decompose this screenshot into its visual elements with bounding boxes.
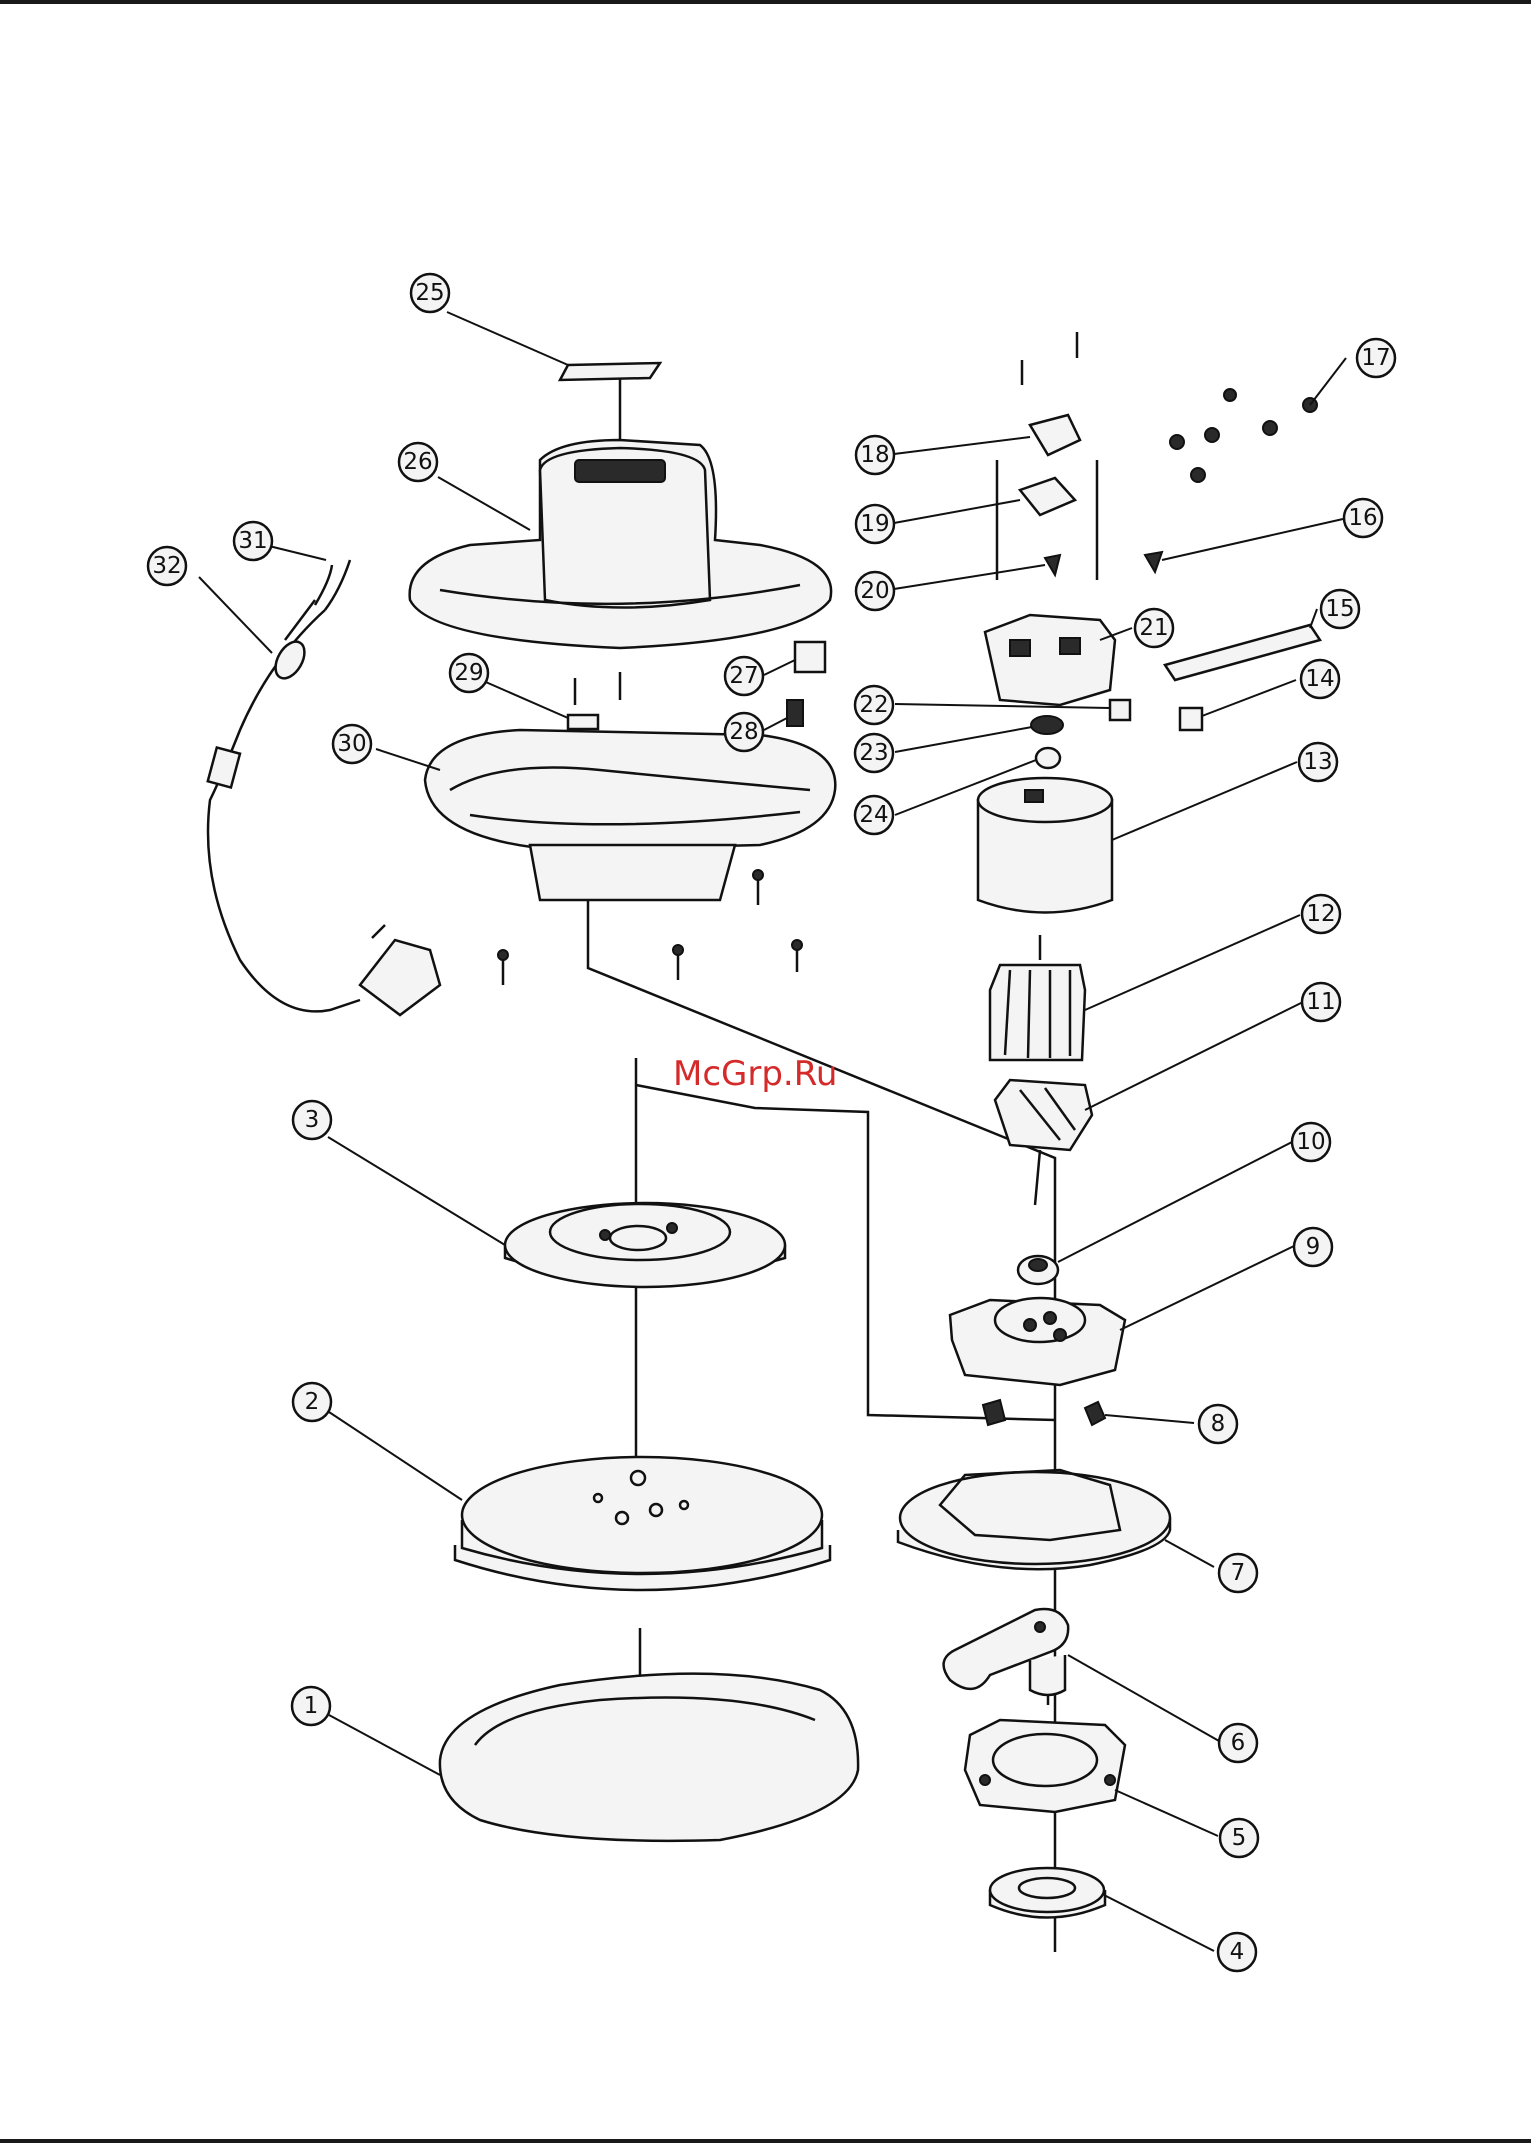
- callout-20-label: 20: [860, 578, 889, 604]
- callout-2-label: 2: [305, 1389, 320, 1415]
- callout-19: 19: [856, 505, 894, 543]
- callout-14: 14: [1301, 660, 1339, 698]
- callout-30-label: 30: [337, 731, 366, 757]
- callout-6: 6: [1219, 1724, 1257, 1762]
- callout-12-label: 12: [1306, 901, 1335, 927]
- callout-18-label: 18: [860, 442, 889, 468]
- callout-32-label: 32: [152, 553, 181, 579]
- callout-4-label: 4: [1230, 1939, 1245, 1965]
- callout-24: 24: [855, 796, 893, 834]
- callout-3-label: 3: [305, 1107, 320, 1133]
- callout-4: 4: [1218, 1933, 1256, 1971]
- watermark-text: McGrp.Ru: [673, 1054, 837, 1094]
- callout-19-label: 19: [860, 511, 889, 537]
- bearing-part-10: [1018, 1256, 1058, 1284]
- callout-23-label: 23: [859, 740, 888, 766]
- contact-part-19: [1020, 478, 1075, 515]
- clip-part-16: [1145, 552, 1162, 572]
- label-plate: [560, 363, 660, 380]
- callout-31: 31: [234, 522, 272, 560]
- callout-10-label: 10: [1296, 1129, 1325, 1155]
- brush-part-14: [1180, 708, 1202, 730]
- clip-part-20: [1045, 555, 1060, 575]
- callout-20: 20: [856, 572, 894, 610]
- eccentric-part-6: [944, 1609, 1069, 1695]
- callout-10: 10: [1292, 1123, 1330, 1161]
- callout-21: 21: [1135, 609, 1173, 647]
- polishing-bonnet-part-1: [440, 1674, 858, 1841]
- callout-11-label: 11: [1306, 989, 1335, 1015]
- brush-part-22: [1110, 700, 1130, 720]
- callout-5-label: 5: [1232, 1825, 1247, 1851]
- callout-1: 1: [292, 1687, 330, 1725]
- small-clip-part-29: [568, 715, 598, 729]
- brush-holder-part-18: [1030, 415, 1080, 455]
- callout-5: 5: [1220, 1819, 1258, 1857]
- clip-part-8b: [1085, 1402, 1105, 1425]
- callout-15: 15: [1321, 590, 1359, 628]
- callout-18: 18: [856, 436, 894, 474]
- callout-9-label: 9: [1306, 1234, 1321, 1260]
- callout-21-label: 21: [1139, 615, 1168, 641]
- callout-3: 3: [293, 1101, 331, 1139]
- washer-part-23: [1031, 716, 1063, 734]
- callout-31-label: 31: [238, 528, 267, 554]
- callout-30: 30: [333, 725, 371, 763]
- callout-2: 2: [293, 1383, 331, 1421]
- callout-14-label: 14: [1305, 666, 1334, 692]
- armature-part-12: [990, 935, 1085, 1060]
- bearing-part-24: [1036, 748, 1060, 768]
- stator-part-13: [978, 778, 1112, 913]
- callout-25-label: 25: [415, 280, 444, 306]
- gear-housing-part-9: [950, 1298, 1125, 1385]
- bearing-plate-part-5: [965, 1720, 1125, 1812]
- callout-22: 22: [855, 686, 893, 724]
- base-plate-part-7: [898, 1470, 1170, 1569]
- callout-17-label: 17: [1361, 345, 1390, 371]
- callout-24-label: 24: [859, 802, 888, 828]
- callout-8-label: 8: [1211, 1411, 1226, 1437]
- bearing-part-4: [990, 1868, 1105, 1918]
- spring-part-15: [1165, 625, 1320, 680]
- callout-25: 25: [411, 274, 449, 312]
- callout-23: 23: [855, 734, 893, 772]
- callout-26-label: 26: [403, 449, 432, 475]
- sponge-pad-part-2: [455, 1457, 830, 1590]
- callout-8: 8: [1199, 1405, 1237, 1443]
- callout-16: 16: [1344, 499, 1382, 537]
- callout-29: 29: [450, 654, 488, 692]
- fan-part-11: [995, 1080, 1092, 1205]
- capacitor-part-28: [787, 700, 803, 726]
- callout-9: 9: [1294, 1228, 1332, 1266]
- switch-part-27: [795, 642, 825, 672]
- callout-28: 28: [725, 713, 763, 751]
- callout-13: 13: [1299, 743, 1337, 781]
- callout-29-label: 29: [454, 660, 483, 686]
- callout-11: 11: [1302, 983, 1340, 1021]
- callout-15-label: 15: [1325, 596, 1354, 622]
- callout-7: 7: [1219, 1554, 1257, 1592]
- callout-28-label: 28: [729, 719, 758, 745]
- callout-13-label: 13: [1303, 749, 1332, 775]
- upper-housing: [410, 440, 831, 648]
- lower-housing: [425, 730, 835, 900]
- callout-27-label: 27: [729, 663, 758, 689]
- clip-part-8a: [983, 1400, 1005, 1425]
- callout-16-label: 16: [1348, 505, 1377, 531]
- power-cord: [208, 560, 440, 1015]
- callout-22-label: 22: [859, 692, 888, 718]
- motor-small-screws: [997, 332, 1097, 580]
- callout-1-label: 1: [304, 1693, 319, 1719]
- callout-32: 32: [148, 547, 186, 585]
- callout-6-label: 6: [1231, 1730, 1246, 1756]
- callout-12: 12: [1302, 895, 1340, 933]
- callout-26: 26: [399, 443, 437, 481]
- callout-7-label: 7: [1231, 1560, 1246, 1586]
- brush-block-part-21: [985, 615, 1115, 705]
- callout-17: 17: [1357, 339, 1395, 377]
- backing-plate-part-3: [505, 1203, 785, 1287]
- small-nuts-part-17: [1170, 389, 1317, 482]
- callout-27: 27: [725, 657, 763, 695]
